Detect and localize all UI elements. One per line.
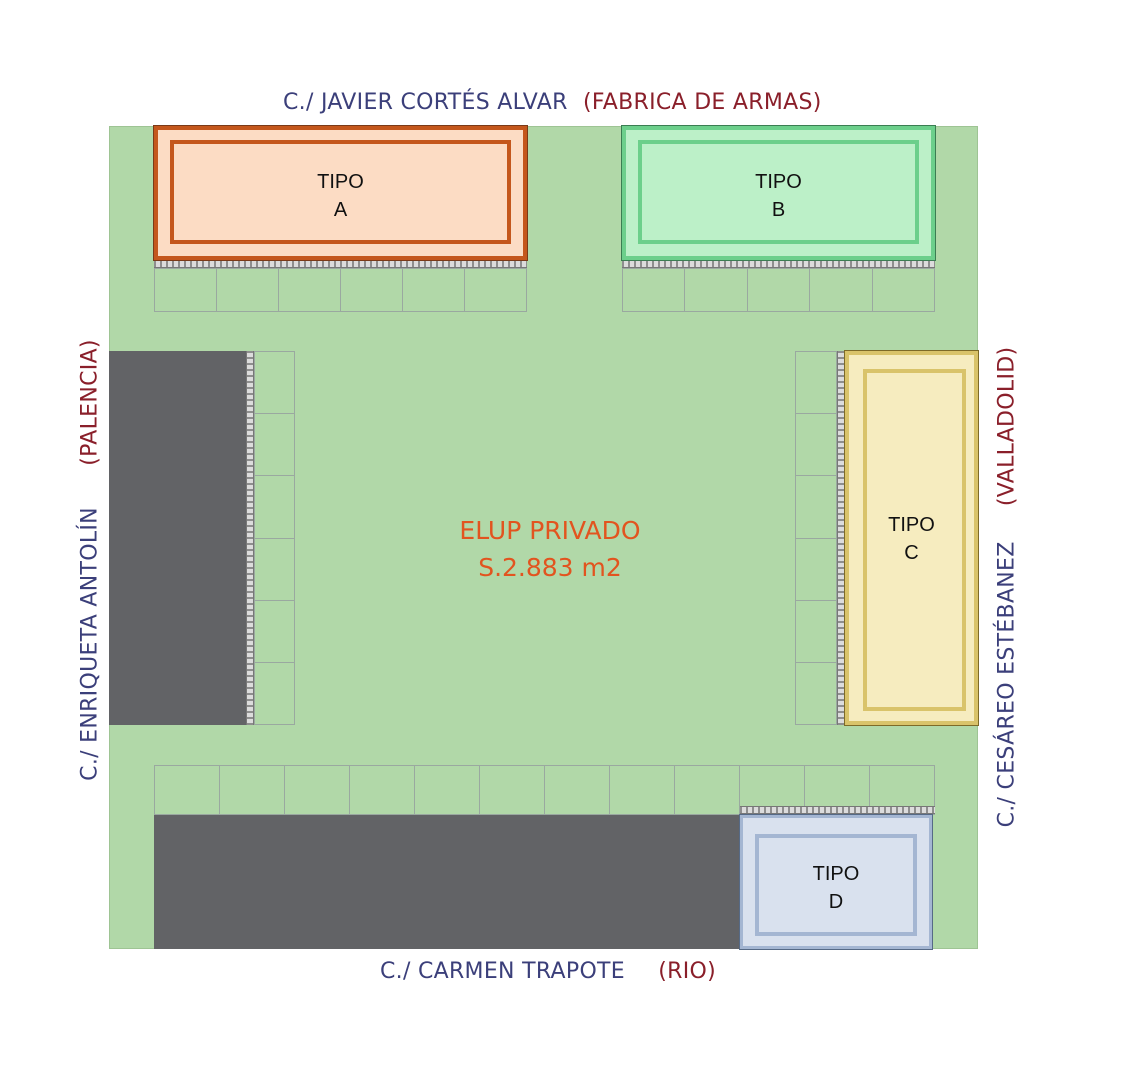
patio-tile xyxy=(217,268,279,312)
building-block-west xyxy=(109,351,246,725)
patio-tile xyxy=(685,268,748,312)
patio-tile xyxy=(795,476,837,539)
patio-tiles-west xyxy=(254,351,295,726)
house-tipo-d[interactable]: TIPO D xyxy=(739,814,933,950)
patio-tile xyxy=(350,765,415,815)
house-tipo-c[interactable]: TIPO C xyxy=(844,350,979,726)
street-alt-north: (FABRICA DE ARMAS) xyxy=(582,90,822,115)
patio-tile xyxy=(154,765,220,815)
house-type-letter: D xyxy=(828,891,844,913)
house-type-letter: B xyxy=(771,199,786,221)
house-tipo-b[interactable]: TIPO B xyxy=(621,125,936,261)
street-label-north: C./ JAVIER CORTÉS ALVAR (FABRICA DE ARMA… xyxy=(283,90,822,115)
patio-tile xyxy=(403,268,465,312)
fence-strip xyxy=(837,351,845,725)
house-inner-border xyxy=(755,834,917,936)
patio-tile xyxy=(805,765,870,815)
patio-tile xyxy=(795,538,837,601)
patio-tile xyxy=(740,765,805,815)
patio-tile xyxy=(610,765,675,815)
street-label-east: C./ CESÁREO ESTÉBANEZ (VALLADOLID) xyxy=(995,347,1020,828)
street-label-south: C./ CARMEN TRAPOTE (RIO) xyxy=(380,959,716,984)
street-name-west: C./ ENRIQUETA ANTOLÍN xyxy=(77,507,103,781)
patio-tile xyxy=(254,351,295,415)
patio-tile xyxy=(622,268,686,312)
area-title: ELUP PRIVADO xyxy=(459,516,641,545)
house-type-word: TIPO xyxy=(317,171,364,193)
fence-strip xyxy=(622,260,935,268)
patio-tile xyxy=(870,765,935,815)
house-label: TIPO D xyxy=(743,860,929,916)
street-alt-south: (RIO) xyxy=(658,959,717,984)
patio-tile xyxy=(872,268,936,312)
area-label: ELUP PRIVADO S.2.883 m2 xyxy=(300,512,800,586)
street-alt-west: (PALENCIA) xyxy=(77,339,103,466)
patio-tiles-a xyxy=(154,268,527,312)
patio-tile xyxy=(254,538,295,601)
house-type-letter: C xyxy=(904,542,919,564)
house-type-word: TIPO xyxy=(755,171,802,193)
patio-tile xyxy=(795,414,837,477)
street-name-east: C./ CESÁREO ESTÉBANEZ xyxy=(994,541,1020,828)
patio-tile xyxy=(279,268,341,312)
building-block-south xyxy=(154,815,740,949)
house-type-word: TIPO xyxy=(888,514,935,536)
patio-tile xyxy=(254,414,295,477)
house-type-letter: A xyxy=(333,199,348,221)
fence-strip xyxy=(740,806,935,814)
house-label: TIPO A xyxy=(158,168,523,224)
patio-tile xyxy=(285,765,350,815)
street-alt-east: (VALLADOLID) xyxy=(994,346,1020,507)
street-name-north: C./ JAVIER CORTÉS ALVAR xyxy=(283,90,568,115)
patio-tile xyxy=(795,351,837,415)
street-name-south: C./ CARMEN TRAPOTE xyxy=(380,959,625,984)
patio-tiles-c xyxy=(795,351,837,726)
fence-strip xyxy=(154,260,527,268)
patio-tile xyxy=(795,600,837,663)
house-label: TIPO C xyxy=(849,511,974,567)
house-tipo-a[interactable]: TIPO A xyxy=(153,125,528,261)
patio-tiles-south xyxy=(154,765,935,815)
patio-tile xyxy=(810,268,873,312)
patio-tile xyxy=(747,268,811,312)
house-type-word: TIPO xyxy=(812,863,860,885)
fence-strip xyxy=(246,351,254,725)
patio-tiles-b xyxy=(622,268,936,312)
house-inner-border xyxy=(170,140,511,244)
patio-tile xyxy=(220,765,285,815)
patio-tile xyxy=(254,476,295,539)
patio-tile xyxy=(795,662,837,726)
patio-tile xyxy=(254,600,295,663)
patio-tile xyxy=(465,268,527,312)
patio-tile xyxy=(480,765,545,815)
patio-tile xyxy=(675,765,740,815)
house-label: TIPO B xyxy=(626,168,931,224)
patio-tile xyxy=(254,662,295,726)
patio-tile xyxy=(341,268,403,312)
street-label-west: C./ ENRIQUETA ANTOLÍN (PALENCIA) xyxy=(78,339,103,781)
house-inner-border xyxy=(638,140,919,244)
patio-tile xyxy=(545,765,610,815)
patio-tile xyxy=(415,765,480,815)
patio-tile xyxy=(154,268,217,312)
area-surface: S.2.883 m2 xyxy=(478,553,622,582)
house-inner-border xyxy=(863,369,966,711)
